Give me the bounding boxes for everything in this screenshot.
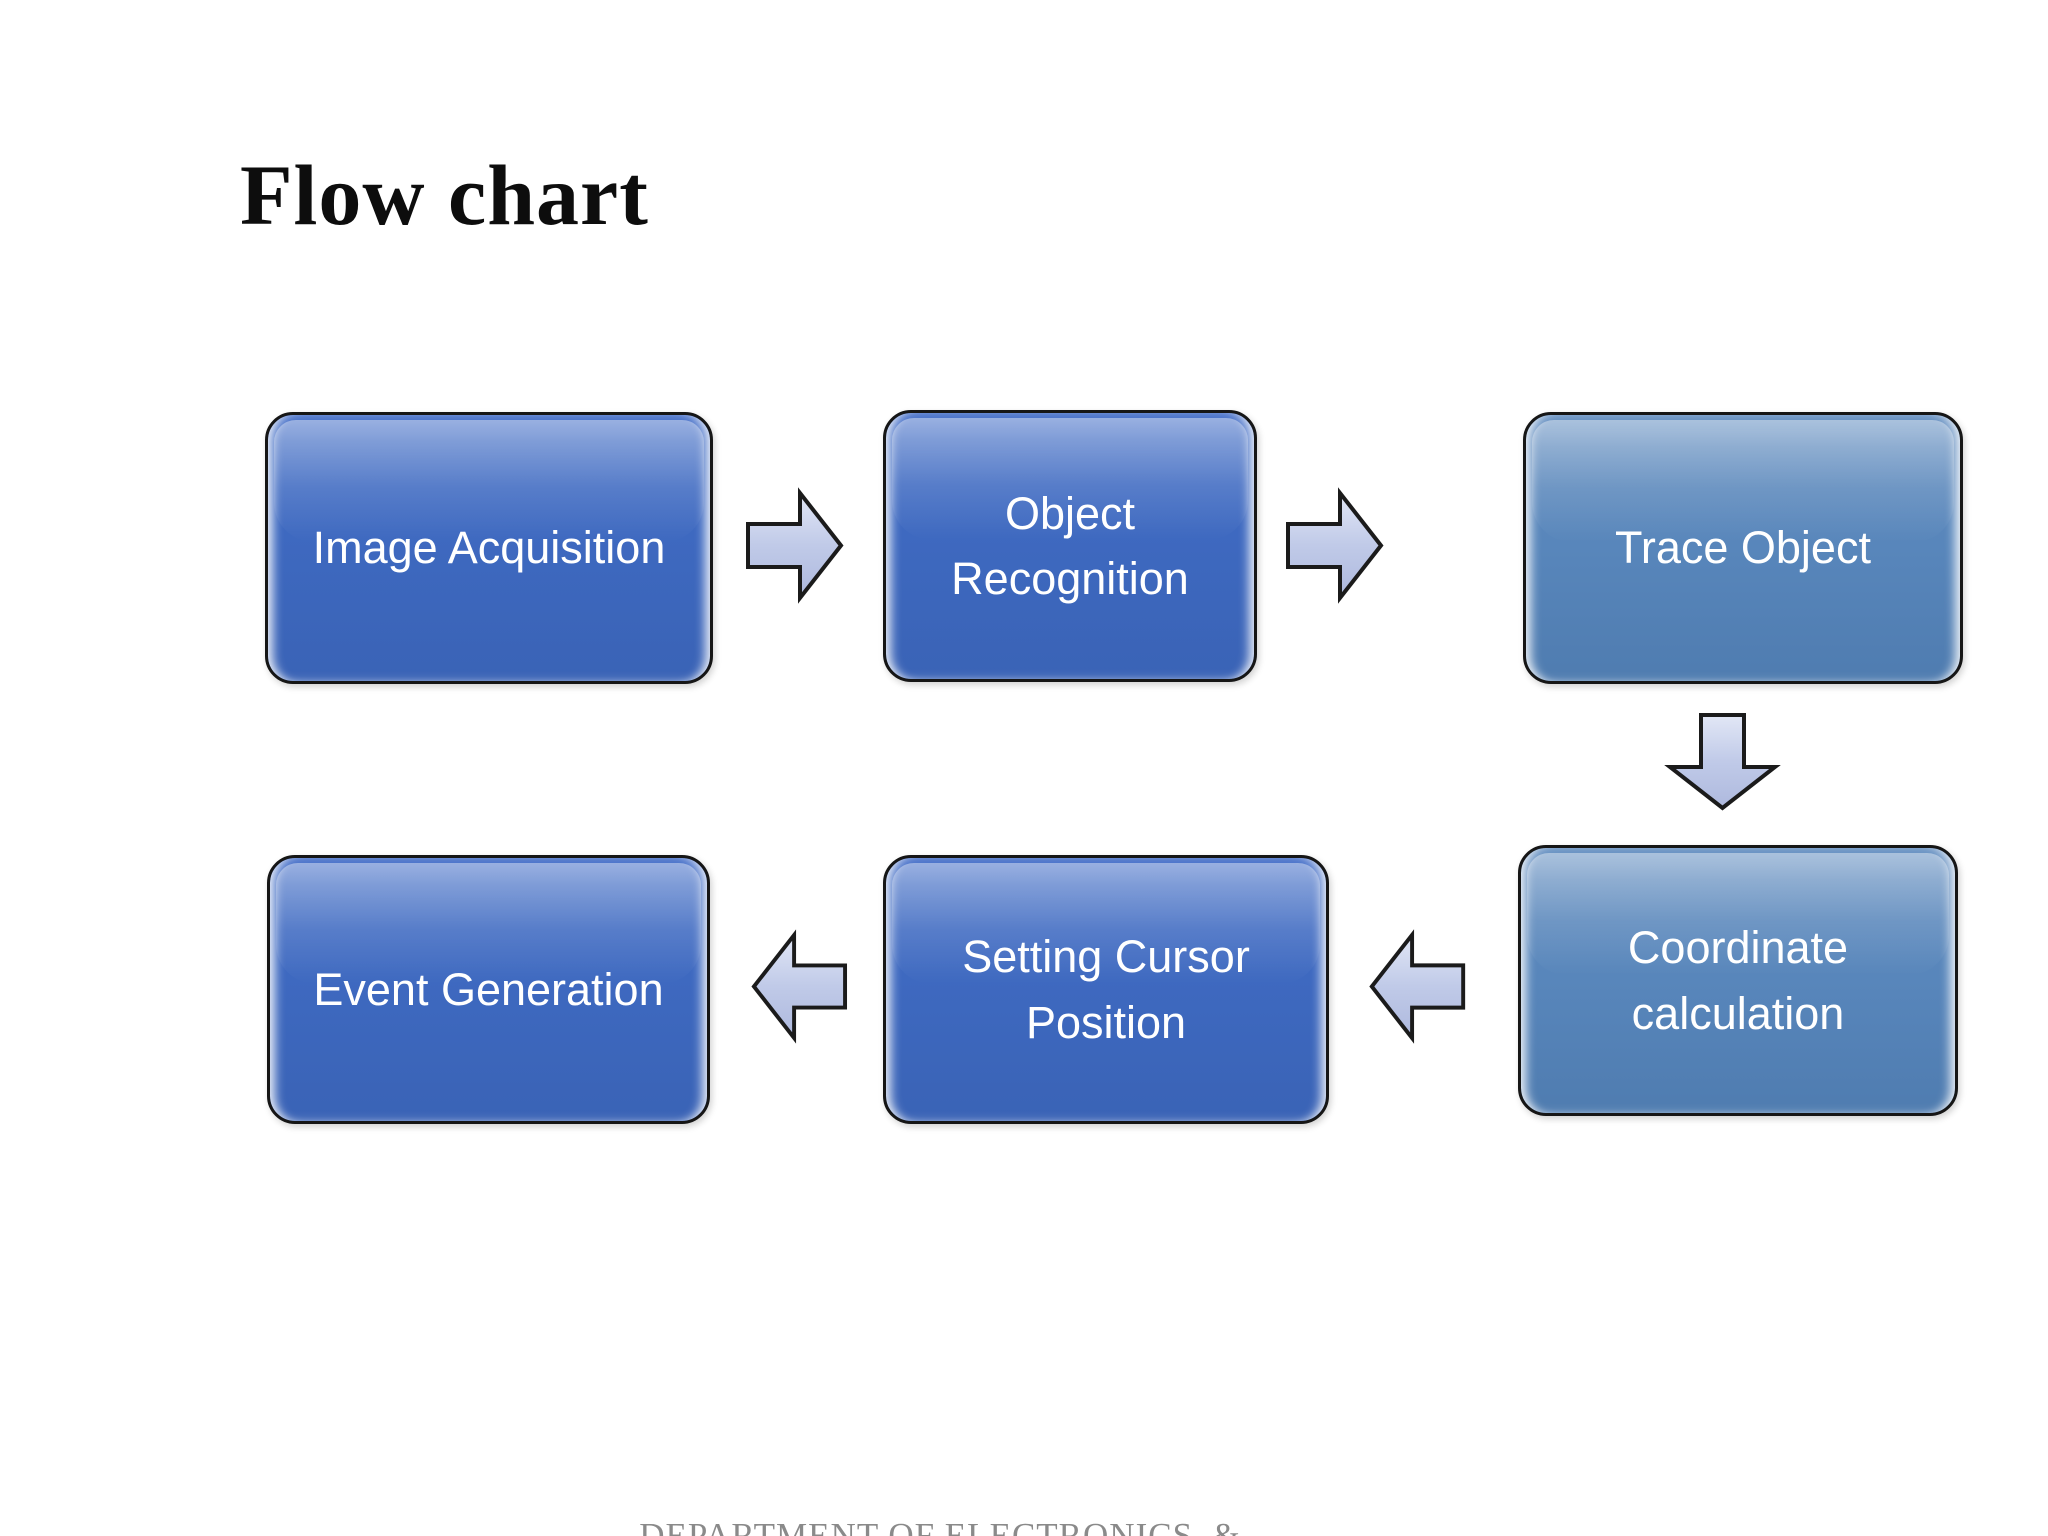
footer-line-1: DEPARTMENT OF ELECTRONICS & <box>639 1516 1241 1536</box>
flow-node-image-acquisition: Image Acquisition <box>265 412 713 684</box>
arrow-left-icon <box>1369 929 1466 1044</box>
flow-node-label: Image Acquisition <box>312 522 666 574</box>
flow-node-label: Setting Cursor Position <box>962 931 1250 1048</box>
flow-node-setting-cursor-position: Setting Cursor Position <box>883 855 1329 1124</box>
flow-node-object-recognition: Object Recognition <box>883 410 1257 682</box>
flow-node-label: Trace Object <box>1615 522 1871 574</box>
flow-node-event-generation: Event Generation <box>267 855 710 1124</box>
flow-node-coordinate-calculation: Coordinate calculation <box>1518 845 1958 1116</box>
flow-node-label: Object Recognition <box>951 487 1189 604</box>
slide-title: Flow chart <box>240 147 649 243</box>
arrow-left-icon <box>751 929 848 1044</box>
flow-node-trace-object: Trace Object <box>1523 412 1963 684</box>
arrow-right-icon <box>1286 487 1384 604</box>
slide-footer: DEPARTMENT OF ELECTRONICS & COMMUNICATIO… <box>440 1426 1440 1536</box>
arrow-down-icon <box>1664 713 1781 811</box>
flow-node-label: Coordinate calculation <box>1627 922 1849 1039</box>
arrow-right-icon <box>746 487 844 604</box>
flow-node-label: Event Generation <box>313 963 664 1015</box>
